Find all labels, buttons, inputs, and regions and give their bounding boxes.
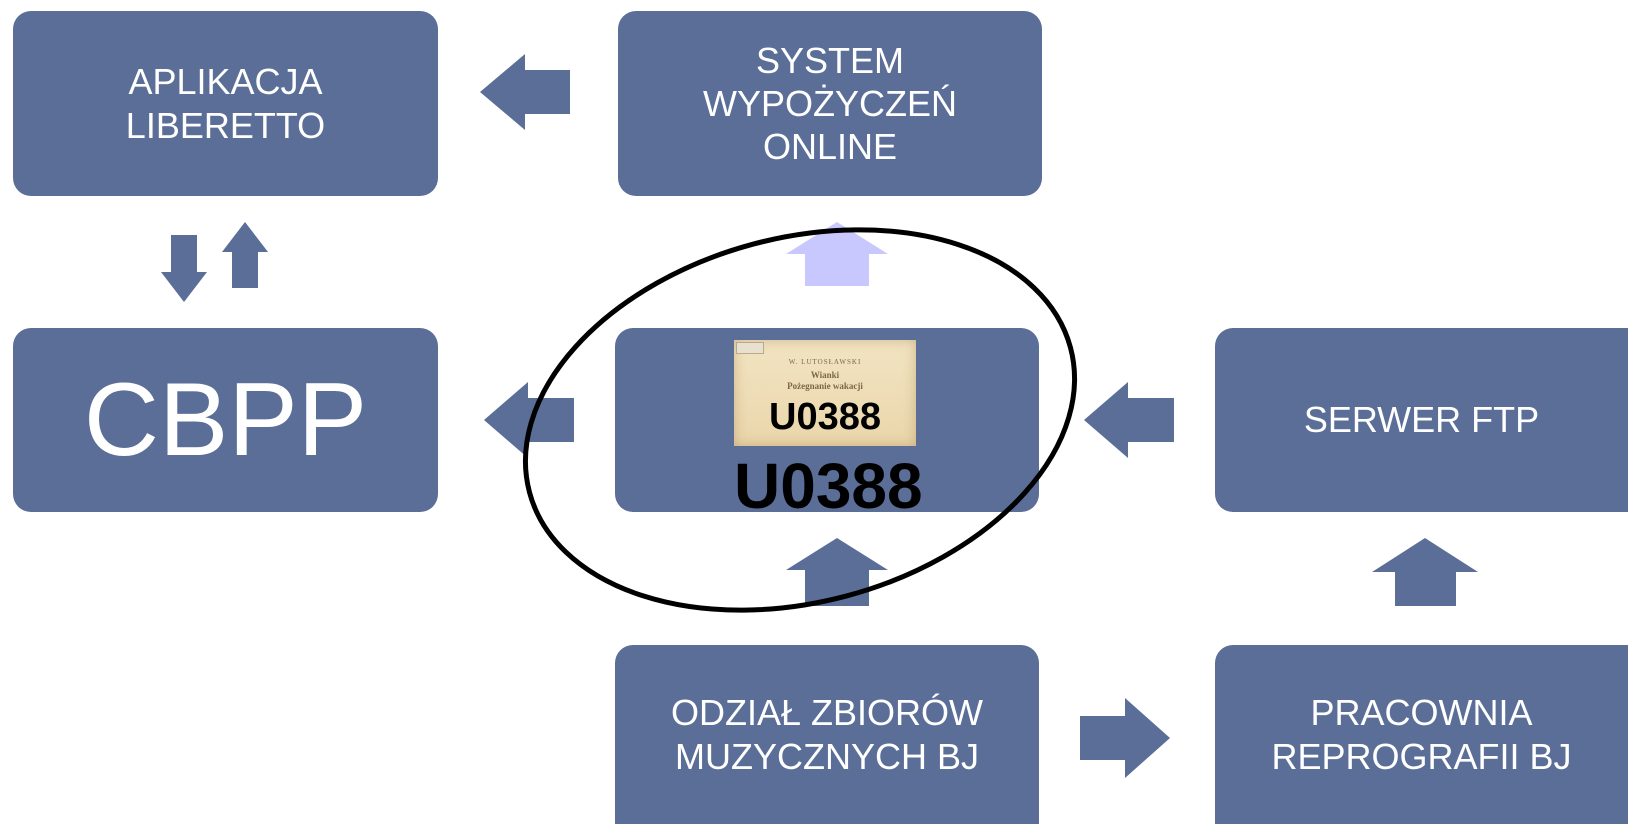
box-label-line: MUZYCZNYCH BJ [674, 735, 979, 777]
arrow-odzial-to-pracownia [1080, 698, 1170, 778]
arrow-down-aplikacja-to-cbpp [161, 235, 207, 302]
score-thumbnail: W. LUTOSŁAWSKI Wianki Pożegnanie wakacji… [734, 340, 916, 446]
arrow-system-to-aplikacja [480, 54, 570, 130]
arrow-pracownia-to-ftp [1372, 538, 1478, 606]
box-label-line: SYSTEM [755, 39, 904, 81]
thumbnail-author: W. LUTOSŁAWSKI [788, 358, 862, 366]
arrow-up-cbpp-to-aplikacja [222, 222, 268, 288]
box-label: CBPP [83, 362, 368, 478]
box-label-line: ODZIAŁ ZBIORÓW [670, 692, 983, 734]
box-serwer-ftp: SERWER FTP [1215, 328, 1628, 512]
arrow-ftp-to-center [1084, 382, 1174, 458]
arrow-center-to-cbpp [484, 382, 574, 458]
box-system-wypozyczen-online: SYSTEM WYPOŻYCZEŃ ONLINE [618, 11, 1042, 196]
box-label-line: ONLINE [762, 126, 898, 168]
thumbnail-title: Wianki [810, 370, 840, 380]
box-cbpp: CBPP [13, 328, 438, 512]
box-label-line: PRACOWNIA [1310, 692, 1533, 734]
library-stamp [736, 342, 764, 354]
arrow-center-to-system [786, 222, 888, 286]
box-odzial-zbiorow-muzycznych: ODZIAŁ ZBIORÓW MUZYCZNYCH BJ [615, 645, 1039, 824]
box-pracownia-reprografii: PRACOWNIA REPROGRAFII BJ [1215, 645, 1628, 824]
box-aplikacja-liberetto: APLIKACJA LIBERETTO [13, 11, 438, 196]
box-label-line: LIBERETTO [125, 104, 326, 146]
box-label-line: APLIKACJA [128, 61, 323, 103]
thumbnail-code: U0388 [769, 396, 881, 438]
arrow-odzial-to-center [786, 538, 888, 606]
item-code: U0388 [734, 450, 923, 522]
box-label: SERWER FTP [1303, 399, 1540, 441]
box-label-line: WYPOŻYCZEŃ [702, 82, 957, 124]
box-label-line: REPROGRAFII BJ [1271, 735, 1572, 777]
thumbnail-subtitle: Pożegnanie wakacji [787, 381, 863, 391]
